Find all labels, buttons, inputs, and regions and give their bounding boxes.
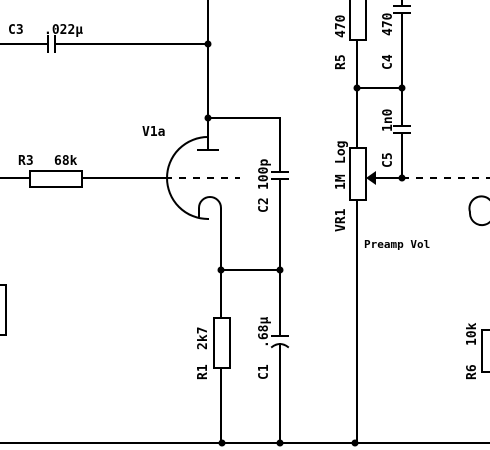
resistor-r3: R3 68k: [0, 154, 166, 188]
r1-ref: R1: [196, 364, 211, 380]
c2-value: 100p: [257, 159, 272, 190]
c5-ref: C5: [381, 152, 396, 168]
capacitor-c2: C2 100p: [207, 117, 289, 271]
resistor-r6: R6 10k: [465, 322, 490, 380]
c4-value: 470: [381, 12, 396, 36]
potentiometer-vr1: VR1 1M Log Preamp Vol: [334, 87, 430, 444]
capacitor-c3: C3 .022µ: [0, 23, 209, 53]
vr1-value: 1M: [334, 174, 349, 190]
r5-ref: R5: [334, 54, 349, 70]
r1-value: 2k7: [196, 327, 211, 350]
c5-value: 1n0: [381, 108, 396, 132]
r6-value: 10k: [465, 322, 480, 346]
vr1-taper: Log: [334, 141, 349, 164]
vr1-function-label: Preamp Vol: [364, 238, 430, 251]
c4-ref: C4: [381, 54, 396, 70]
capacitor-c4: C4 470: [381, 0, 411, 89]
triode-v1a: V1a: [142, 125, 240, 221]
c1-ref: C1: [257, 364, 272, 380]
capacitor-c5: C5 1n0: [381, 87, 411, 179]
c1-value: .68µ: [257, 317, 272, 348]
resistor-r1: R1 2k7: [196, 269, 231, 444]
left-partial-component: [0, 284, 7, 336]
c3-value: .022µ: [44, 23, 83, 38]
r5-value: 470: [334, 14, 349, 38]
resistor-r5: R5 470: [334, 0, 367, 89]
vr1-ref: VR1: [334, 208, 349, 232]
c2-ref: C2: [257, 197, 272, 213]
capacitor-c1: C1 .68µ: [257, 269, 290, 444]
v1a-ref: V1a: [142, 125, 166, 140]
c3-ref: C3: [8, 23, 24, 38]
r3-ref: R3: [18, 154, 34, 169]
r6-ref: R6: [465, 364, 480, 380]
r3-value: 68k: [54, 154, 78, 169]
next-stage-cathode: [468, 195, 490, 227]
